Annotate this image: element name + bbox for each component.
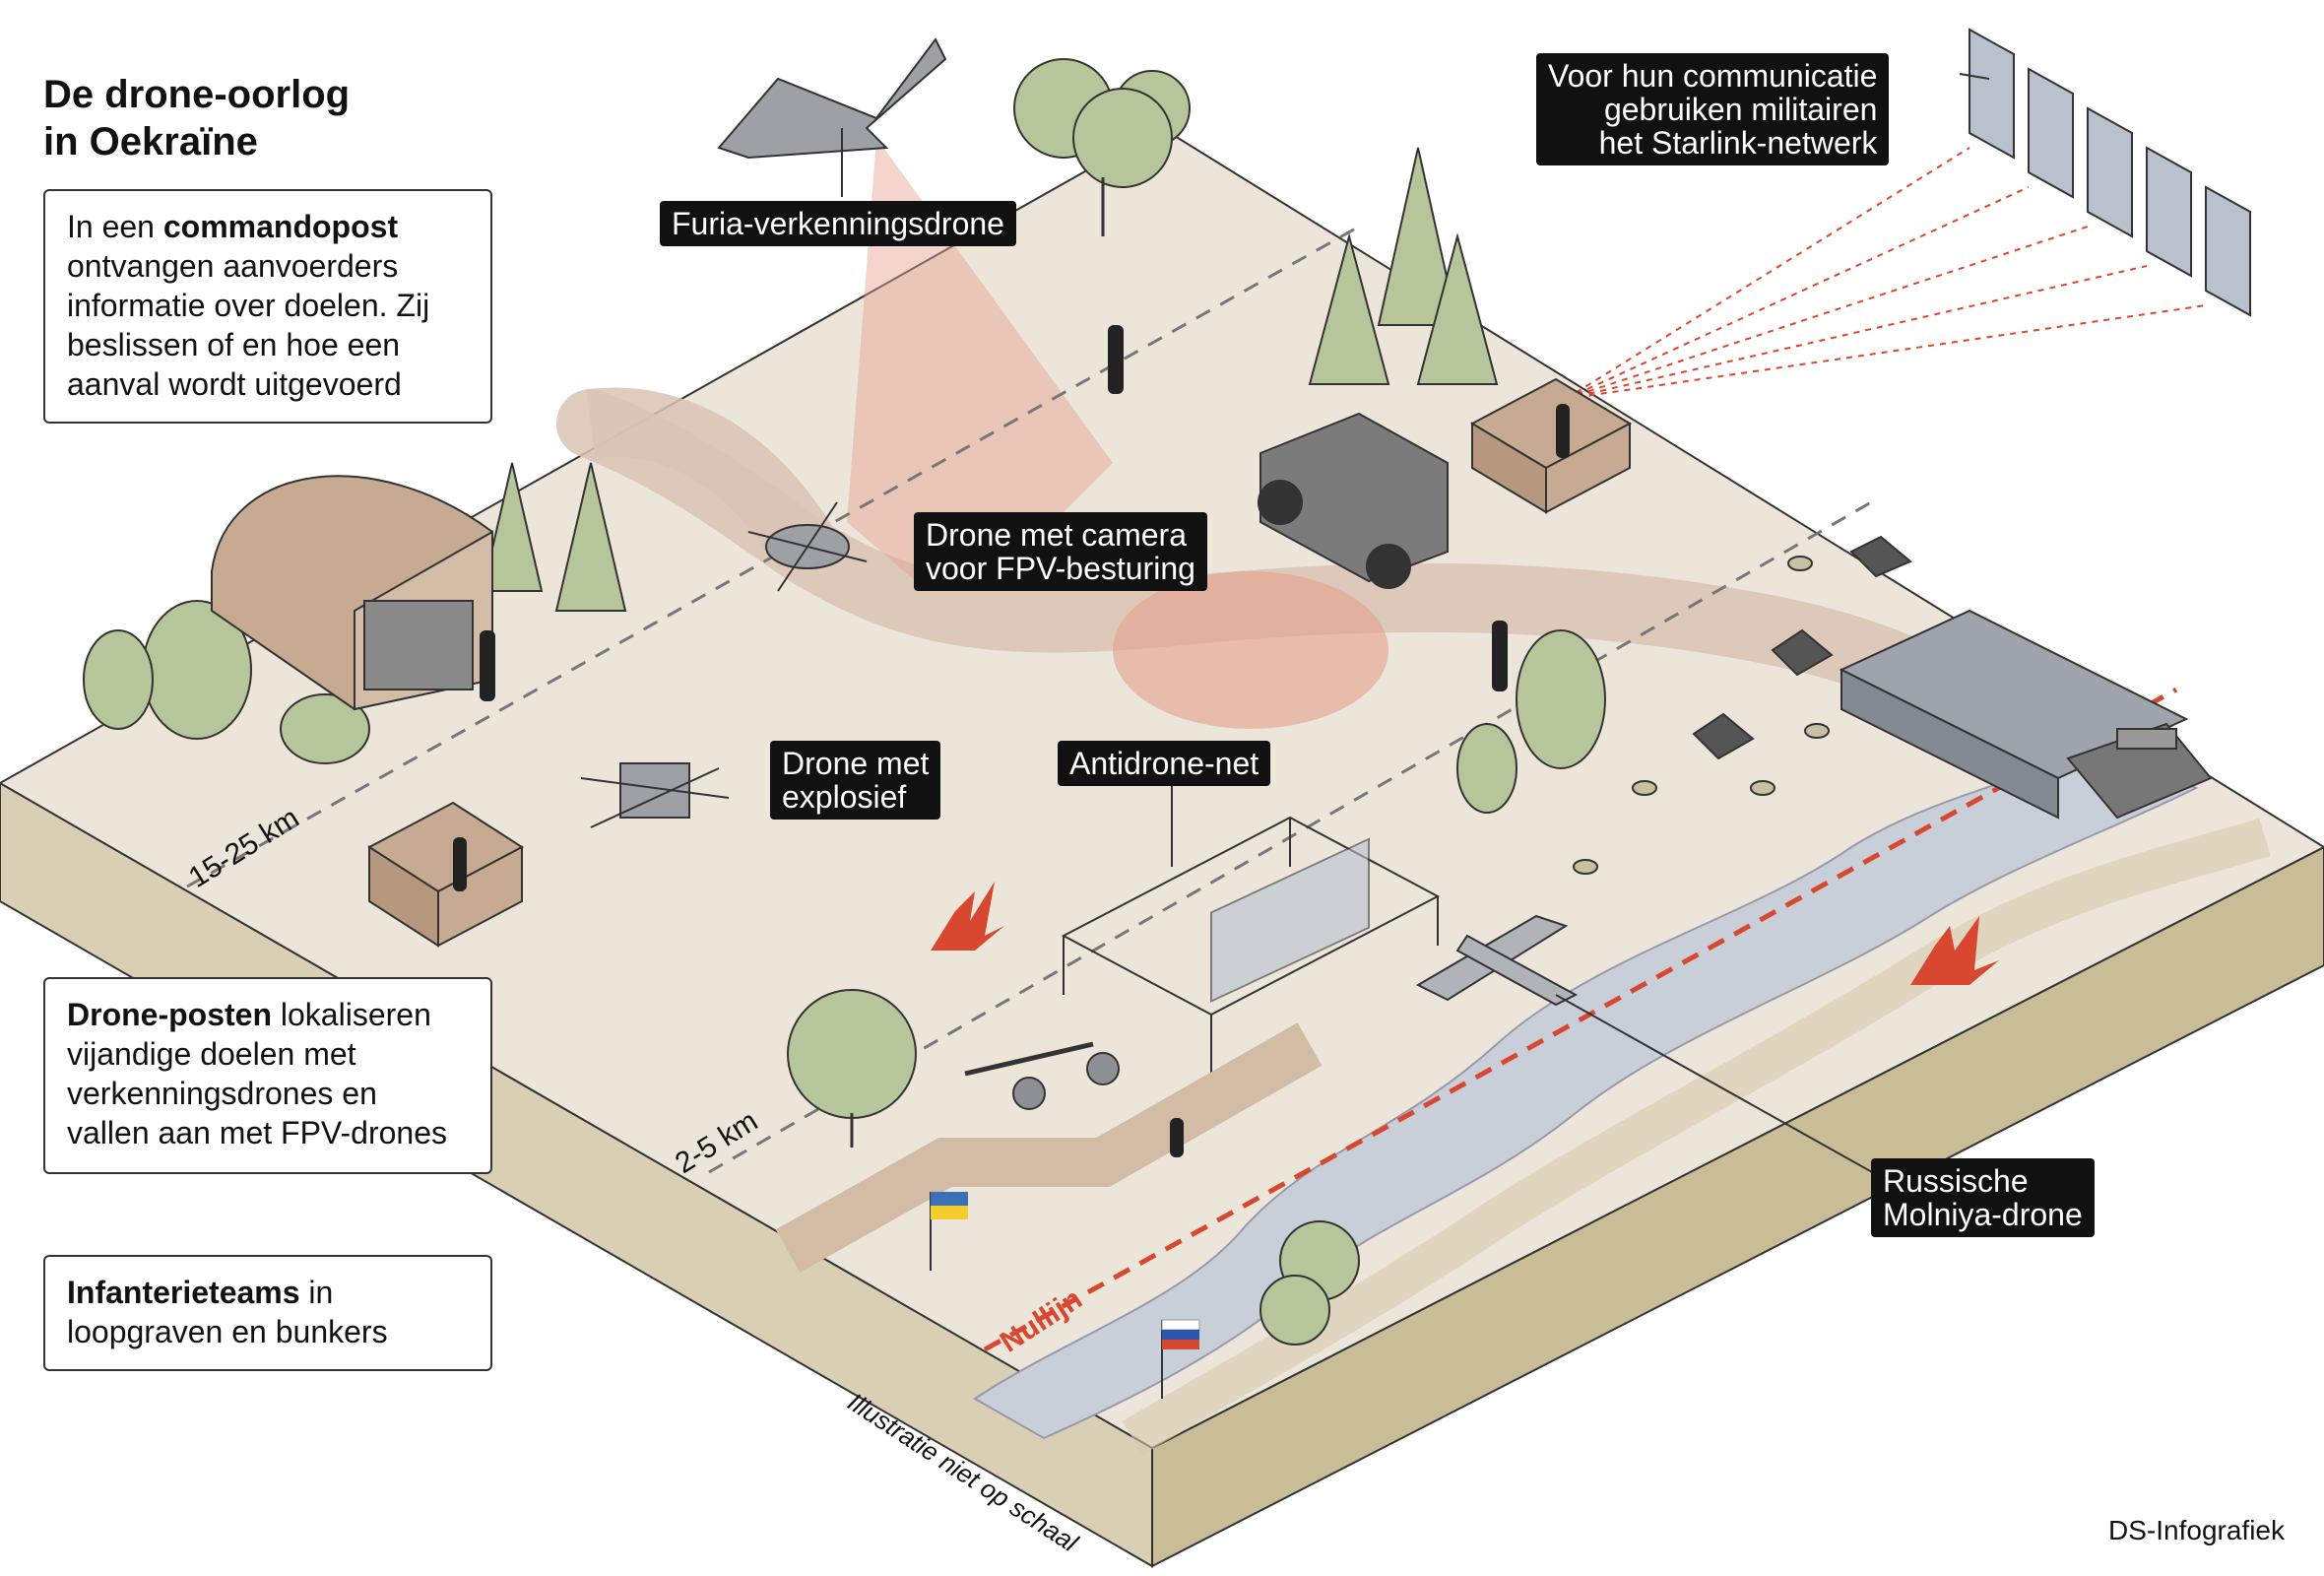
camera-line-2: voor FPV-besturing [926, 551, 1195, 586]
ground-top [0, 126, 2324, 1450]
drone-posts-line-1: Drone-posten lokaliseren [67, 995, 469, 1034]
label-starlink: Voor hun communicatie gebruiken militair… [1536, 53, 1890, 165]
page-title: De drone-oorlog in Oekraïne [43, 71, 350, 165]
enemy-vehicle [2066, 722, 2213, 820]
starlink-line-3: het Starlink-netwerk [1598, 125, 1878, 161]
command-line-2: ontvangen aanvoerders [67, 248, 399, 284]
antidrone-net [1061, 816, 1441, 1074]
label-camera-drone: Drone met camera voor FPV-besturing [914, 512, 1207, 591]
starlink-line-1: Voor hun communicatie [1548, 58, 1878, 94]
title-line-1: De drone-oorlog [43, 73, 351, 116]
nullijn-line [983, 687, 2178, 1352]
credit: DS-Infografiek [2108, 1515, 2285, 1545]
command-line-5: aanval wordt uitgevoerd [67, 366, 402, 402]
command-bunker [1469, 377, 1633, 514]
dirt-path-upper [586, 387, 838, 570]
drone-sensor-spot [1113, 571, 1388, 729]
label-leaders [841, 73, 1990, 1178]
drone-sensor-cone [847, 138, 1113, 581]
anti-tank-obstacles [1692, 535, 1912, 760]
drone-post-bunker [367, 801, 524, 948]
explosive-line-2: explosief [782, 779, 907, 815]
mines [1573, 556, 1830, 875]
drone-posts-line-3: verkenningsdrones en [67, 1076, 377, 1111]
furia-drone [717, 37, 947, 160]
command-pre: In een [67, 209, 163, 244]
starlink-rays [1565, 147, 2207, 400]
infantry-line-2: loopgraven en bunkers [67, 1314, 388, 1349]
infantry-rest: in [299, 1275, 334, 1310]
artillery-gun [964, 1041, 1120, 1110]
drone-posts-bold: Drone-posten [67, 997, 272, 1032]
infantry-bold: Infanterieteams [67, 1275, 300, 1310]
ukraine-flag [930, 1192, 968, 1271]
trees [83, 58, 1606, 1346]
drone-posts-line-2: vijandige doelen met [67, 1036, 356, 1072]
command-line-3: informatie over doelen. Zij [67, 288, 430, 323]
label-furia-drone: Furia-verkenningsdrone [660, 201, 1016, 246]
starlink-line-2: gebruiken militairen [1603, 92, 1878, 127]
russia-flag [1161, 1319, 1200, 1399]
title-line-2: in Oekraïne [43, 120, 258, 164]
infantry-line-1: Infanterieteams in [67, 1273, 469, 1312]
soldiers [453, 325, 1570, 1157]
drone-posts-line-4: vallen aan met FPV-drones [67, 1115, 447, 1150]
molniya-drone [1415, 914, 1579, 1007]
label-molniya-drone: Russische Molniya-drone [1871, 1158, 2095, 1237]
info-box-infantry: Infanterieteams in loopgraven en bunkers [43, 1255, 492, 1371]
starlink-panels [1969, 28, 2251, 317]
military-truck [1258, 412, 1449, 589]
info-box-command: In een commandopost ontvangen aanvoerder… [43, 189, 492, 424]
molniya-line-2: Molniya-drone [1883, 1197, 2083, 1232]
hangar [211, 475, 493, 711]
command-bold: commandopost [162, 209, 399, 244]
fpv-camera-drone [747, 501, 868, 592]
drone-posts-rest: lokaliseren [272, 997, 431, 1032]
bridge [1839, 609, 2189, 820]
camera-line-1: Drone met camera [926, 517, 1187, 553]
command-line-4: beslissen of en hoe een [67, 327, 401, 362]
label-explosive-drone: Drone met explosief [770, 741, 941, 820]
molniya-line-1: Russische [1883, 1163, 2029, 1199]
info-box-drone-posts: Drone-posten lokaliseren vijandige doele… [43, 977, 492, 1174]
explosive-drone [580, 762, 730, 828]
explosive-line-1: Drone met [782, 746, 930, 781]
label-antidrone-net: Antidrone-net [1058, 741, 1271, 786]
command-line-1: In een commandopost [67, 207, 469, 246]
explosions [931, 882, 1999, 985]
trench [775, 1022, 1323, 1273]
